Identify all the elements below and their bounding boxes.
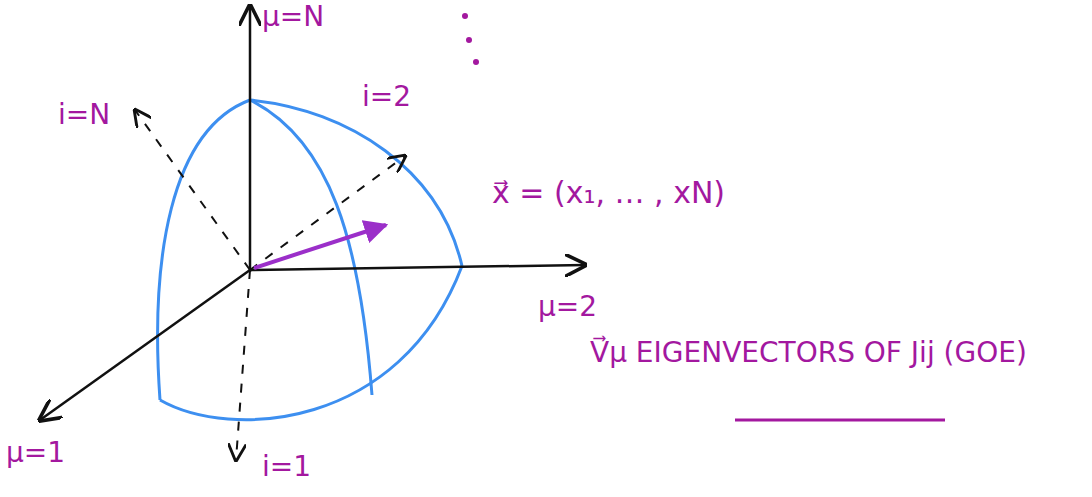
sphere-arc: [160, 266, 462, 420]
dashed-axis: [250, 156, 405, 270]
axis-label: μ=1: [6, 438, 65, 469]
axis: [40, 270, 250, 420]
sphere-octant: [158, 100, 462, 420]
underline: [735, 419, 945, 422]
dashed-axis: [236, 270, 250, 460]
dot: [466, 37, 472, 43]
dot: [462, 13, 468, 19]
axis-label: μ=N: [262, 2, 324, 33]
ellipsis-dots: [462, 13, 479, 65]
sphere-arc: [250, 100, 462, 266]
axis-label: i=N: [58, 100, 110, 131]
axis-label: x⃗ = (x₁, … , xN): [492, 176, 725, 209]
axis-label: i=2: [362, 82, 411, 113]
dashed-axis: [135, 110, 250, 270]
axis: [249, 6, 252, 272]
vector-arrow: [254, 225, 386, 268]
axis-label: i=1: [262, 452, 311, 483]
axis-label: V⃗μ EIGENVECTORS OF Jij (GOE): [590, 338, 1027, 369]
axis: [250, 265, 585, 270]
dot: [473, 59, 479, 65]
axis-label: μ=2: [538, 292, 597, 323]
